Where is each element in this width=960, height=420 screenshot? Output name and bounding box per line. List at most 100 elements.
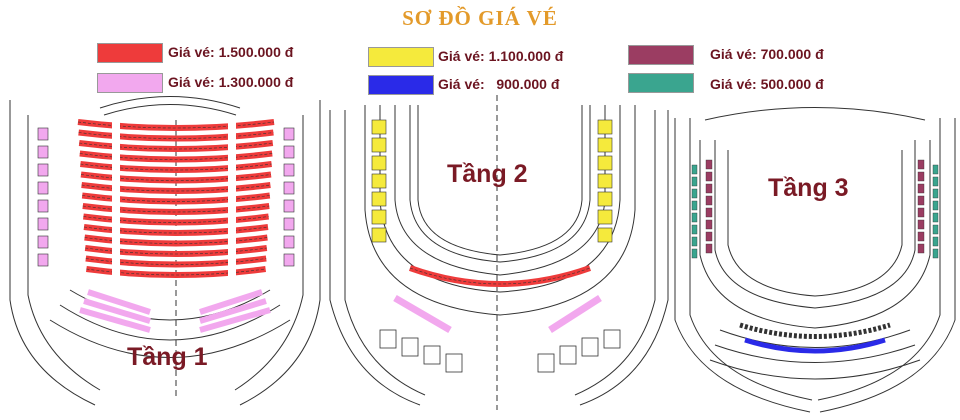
floor-2-box-yellow-right — [597, 119, 613, 135]
floor-1-seat-row-outline — [85, 258, 267, 265]
floor-3-seat-teal-right — [932, 248, 939, 259]
floor-1-side-box-left — [37, 253, 49, 267]
floor-1-seat-row-outline — [79, 153, 273, 160]
legend-label: Giá vé: 1.500.000 đ — [168, 44, 294, 60]
floor-2-rear-box-left — [401, 337, 419, 357]
floor-1-side-box-left — [37, 235, 49, 249]
floor-1-seat-row-outline — [86, 268, 266, 276]
floor-3-seat-teal-left — [691, 236, 698, 247]
legend-swatch — [368, 75, 434, 95]
floor-3-seat-teal-right — [932, 188, 939, 199]
legend-swatch — [628, 45, 694, 65]
floor-3-seat-teal-right — [932, 212, 939, 223]
floor-2-pink-row-left — [393, 294, 452, 334]
floor-3-seat-teal-left — [691, 224, 698, 235]
legend-swatch — [628, 73, 694, 93]
floor-1-side-box-left — [37, 127, 49, 141]
floor-1-side-box-right — [283, 145, 295, 159]
legend-label: Giá vé: 1.300.000 đ — [168, 74, 294, 90]
floor-2-pink-row-right — [548, 295, 602, 333]
floor-1-side-box-right — [283, 235, 295, 249]
floor-2-rear-box-left — [379, 329, 397, 349]
floor-2-rear-box-right — [559, 345, 577, 365]
floor-3-seat-purple-left — [705, 195, 713, 206]
legend-label: Giá vé: 1.100.000 đ — [438, 48, 564, 64]
legend-item-1300000 — [97, 72, 163, 94]
floor-3-seat-teal-left — [691, 212, 698, 223]
floor-1-side-box-right — [283, 253, 295, 267]
floor-1-rear-row-right — [199, 289, 263, 315]
floor-2-box-yellow-right — [597, 173, 613, 189]
floor-1-aisle — [112, 118, 120, 283]
floor-2-box-yellow-right — [597, 209, 613, 225]
floor-1-seat-row-outline — [78, 132, 274, 139]
floor-1-seat-row-red — [82, 203, 270, 215]
legend-swatch — [97, 73, 163, 93]
floor-1-rear-row-right — [199, 298, 267, 324]
floor-3-seat-teal-right — [932, 224, 939, 235]
floor-1-seat-row-outline — [82, 205, 270, 213]
floor-2-box-yellow-right — [597, 227, 613, 243]
floor-3-seat-purple-left — [705, 219, 713, 230]
floor-2-box-yellow-left — [371, 119, 387, 135]
floor-2-box-yellow-right — [597, 155, 613, 171]
floor-1-seat-row-outline — [84, 237, 268, 244]
floor-1-seat-row-outline — [79, 142, 273, 150]
floor-2-box-yellow-left — [371, 227, 387, 243]
floor-2-box-yellow-left — [371, 173, 387, 189]
floor-1-seat-row-red — [81, 192, 271, 205]
floor-1-seat-row-outline — [80, 163, 272, 171]
floor-1-side-box-right — [283, 181, 295, 195]
floor-3-label: Tầng 3 — [768, 174, 849, 202]
floor-2-box-yellow-left — [371, 137, 387, 153]
floor-3-front-row-blue — [744, 337, 886, 354]
floor-3-seat-purple-right — [917, 231, 925, 242]
floor-1-side-box-left — [37, 217, 49, 231]
floor-1-rear-row-left — [87, 289, 151, 315]
floor-3-seat-purple-right — [917, 183, 925, 194]
floor-1-side-box-right — [283, 163, 295, 177]
floor-2-label: Tầng 2 — [447, 160, 528, 188]
legend-label: Giá vé: 700.000 đ — [710, 46, 824, 62]
floor-2-rear-box-left — [423, 345, 441, 365]
legend-item-500000 — [628, 72, 694, 94]
floor-1-seat-row-outline — [77, 121, 275, 129]
floor-2-front-row-outline — [409, 267, 591, 285]
floor-1-side-box-right — [283, 217, 295, 231]
floor-1-seat-row-outline — [85, 247, 267, 255]
floor-3-row-seats — [739, 322, 891, 339]
floor-3-seat-purple-left — [705, 171, 713, 182]
legend-swatch — [97, 43, 163, 63]
legend-swatch — [368, 47, 434, 67]
floor-2-rear-box-right — [603, 329, 621, 349]
floor-3-seat-purple-right — [917, 243, 925, 254]
legend-item-1500000 — [97, 42, 163, 64]
floor-2-box-yellow-right — [597, 191, 613, 207]
floor-1-seat-row-outline — [83, 226, 269, 234]
floor-3-seat-purple-left — [705, 231, 713, 242]
floor-1-rear-row-left — [83, 298, 151, 324]
floor-3-seat-purple-right — [917, 159, 925, 170]
floor-3-plan — [674, 107, 956, 413]
floor-2-rear-box-right — [581, 337, 599, 357]
floor-3-seat-teal-left — [691, 176, 698, 187]
floor-1-seat-row-outline — [82, 195, 270, 202]
floor-2-box-yellow-left — [371, 155, 387, 171]
floor-3-seat-teal-right — [932, 236, 939, 247]
floor-3-seat-purple-left — [705, 243, 713, 254]
floor-3-seat-purple-right — [917, 207, 925, 218]
floor-3-seat-teal-right — [932, 164, 939, 175]
legend-item-900000 — [368, 74, 434, 96]
floor-1-seat-row-outline — [81, 184, 271, 192]
page-title: SƠ ĐỒ GIÁ VÉ — [402, 6, 558, 30]
floor-1-rear-row-right — [199, 307, 271, 333]
floor-3-seat-teal-left — [691, 248, 698, 259]
legend-item-700000 — [628, 44, 694, 66]
floor-1-side-box-left — [37, 163, 49, 177]
floor-3-seat-teal-right — [932, 200, 939, 211]
legend-label: Giá vé: 500.000 đ — [710, 76, 824, 92]
floor-3-seat-purple-right — [917, 219, 925, 230]
floor-1-aisle — [228, 118, 236, 283]
floor-3-seat-teal-left — [691, 188, 698, 199]
